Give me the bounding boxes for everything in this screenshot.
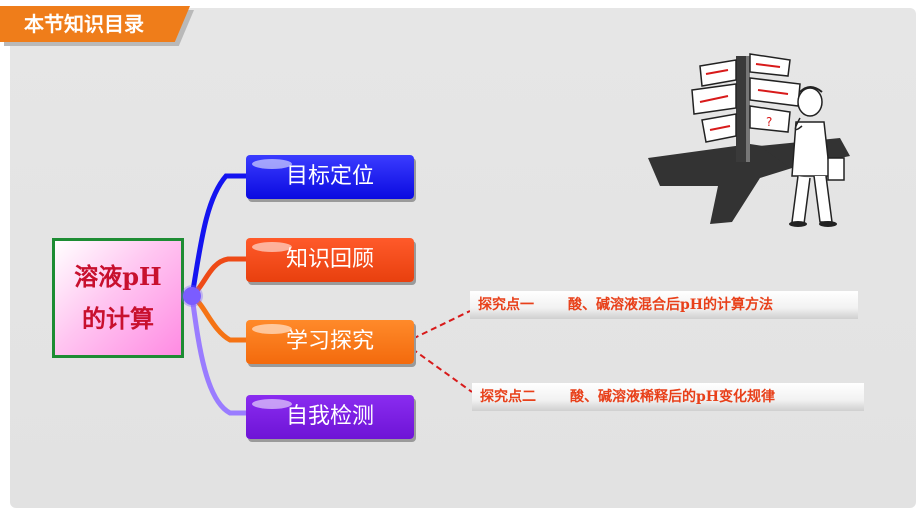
explore-point-1[interactable]: 探究点一 酸、碱溶液混合后pH的计算方法	[470, 291, 858, 319]
explore-point-2-text: 酸、碱溶液稀释后的pH变化规律	[570, 389, 776, 405]
root-topic-box: 溶液pH 的计算	[52, 238, 184, 358]
connector-point-1	[403, 310, 471, 344]
explore-point-1-tag: 探究点一	[478, 297, 534, 313]
explore-point-1-text: 酸、碱溶液混合后pH的计算方法	[568, 297, 774, 313]
connector-review	[190, 256, 246, 298]
connector-test	[189, 295, 246, 416]
explore-point-2[interactable]: 探究点二 酸、碱溶液稀释后的pH变化规律	[472, 383, 864, 411]
branch-target-positioning[interactable]: 目标定位	[246, 155, 414, 199]
branch-knowledge-review[interactable]: 知识回顾	[246, 238, 414, 282]
signpost-thinking-man-icon: ?	[648, 53, 850, 227]
root-topic-line-1: 溶液pH	[74, 262, 162, 291]
header-tab	[0, 6, 190, 42]
svg-text:?: ?	[766, 115, 772, 129]
branch-learning-explore[interactable]: 学习探究	[246, 320, 414, 364]
root-topic-line-2: 的计算	[82, 304, 154, 333]
mind-map-hub	[183, 287, 201, 305]
connector-explore	[190, 293, 246, 343]
section-title: 本节知识目录	[24, 12, 144, 36]
explore-point-2-tag: 探究点二	[480, 389, 536, 405]
connector-target	[189, 173, 246, 297]
branch-self-test[interactable]: 自我检测	[246, 395, 414, 439]
connector-point-2	[403, 342, 473, 393]
